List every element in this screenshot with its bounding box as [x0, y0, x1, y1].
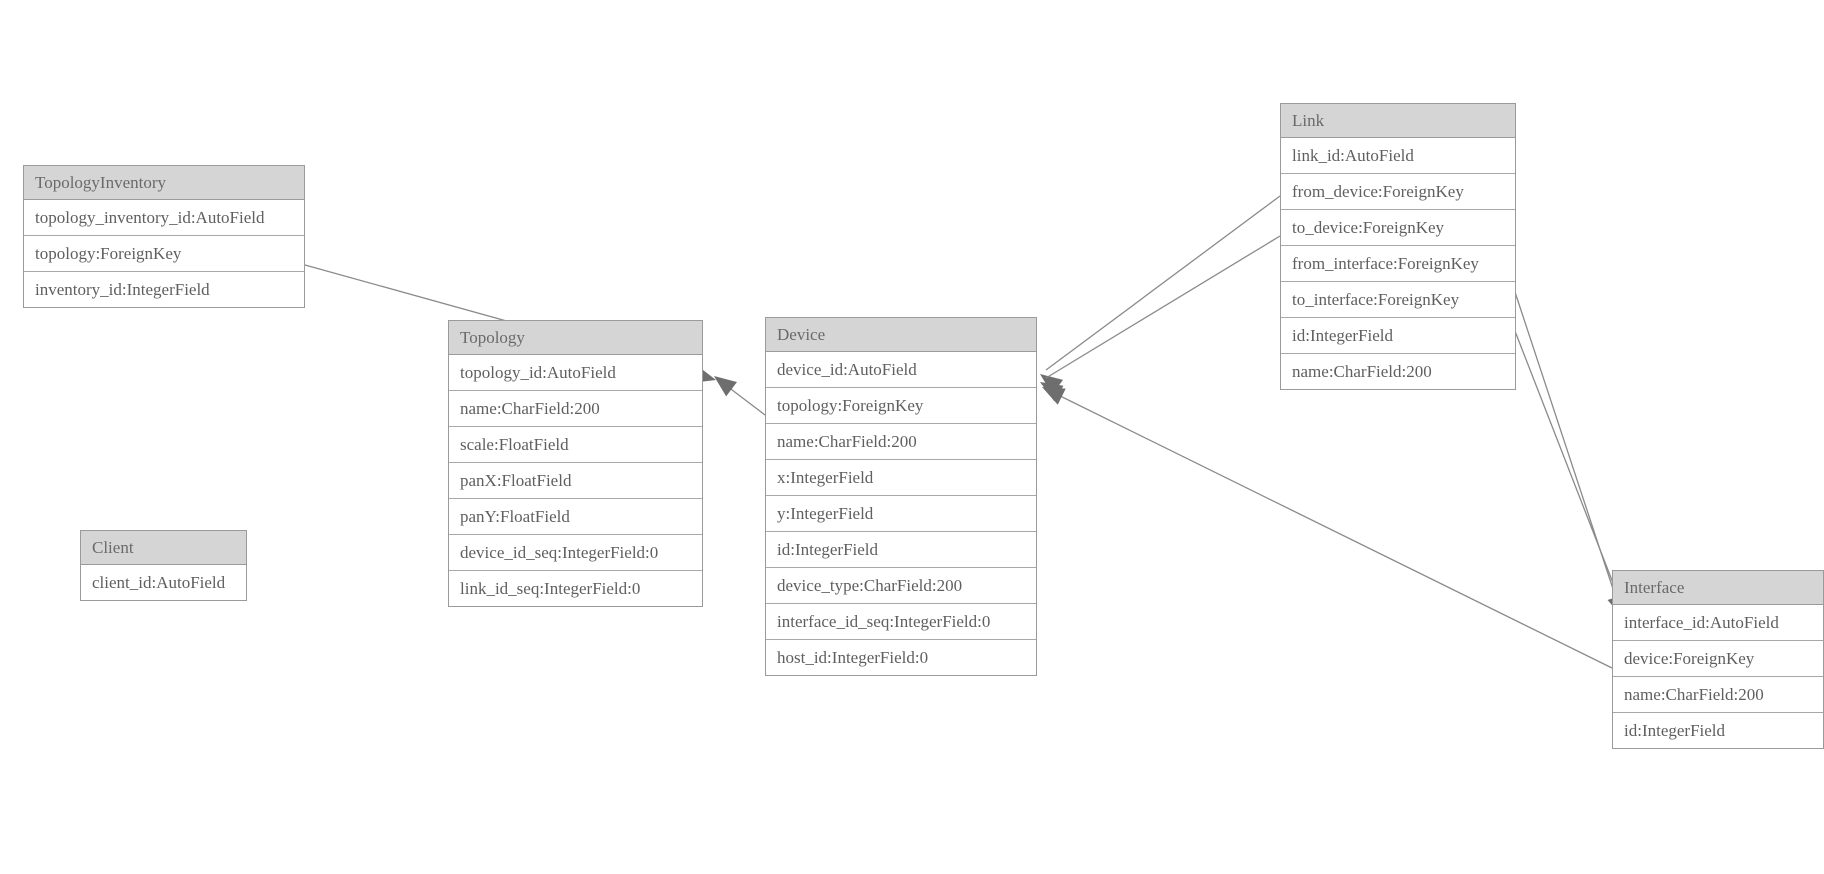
relationship-arrowhead-device-topology	[714, 376, 737, 397]
entity-field-row: id:IntegerField	[1281, 317, 1515, 353]
entity-field-row: to_interface:ForeignKey	[1281, 281, 1515, 317]
entity-field-row: topology_id:AutoField	[449, 355, 702, 390]
entity-field-row: interface_id:AutoField	[1613, 605, 1823, 640]
relationship-line-interface-device	[1047, 389, 1613, 669]
entity-title-topology: Topology	[449, 321, 702, 355]
entity-field-row: link_id_seq:IntegerField:0	[449, 570, 702, 606]
relationship-line-link-from-interface	[1512, 285, 1619, 605]
entity-field-row: y:IntegerField	[766, 495, 1036, 531]
entity-field-row: from_device:ForeignKey	[1281, 173, 1515, 209]
entity-field-row: topology_inventory_id:AutoField	[24, 200, 304, 235]
entity-field-row: to_device:ForeignKey	[1281, 209, 1515, 245]
entity-field-row: link_id:AutoField	[1281, 138, 1515, 173]
entity-field-row: from_interface:ForeignKey	[1281, 245, 1515, 281]
entity-title-link: Link	[1281, 104, 1515, 138]
relationship-line-link-from-device	[1045, 195, 1281, 371]
relationship-line-link-to-interface	[1512, 325, 1623, 607]
relationship-line-device-topology	[718, 379, 766, 416]
entity-field-row: host_id:IntegerField:0	[766, 639, 1036, 675]
entity-field-row: client_id:AutoField	[81, 565, 246, 600]
relationship-arrowhead-link-from-device	[1040, 374, 1064, 395]
entity-title-interface: Interface	[1613, 571, 1823, 605]
entity-field-row: id:IntegerField	[1613, 712, 1823, 748]
entity-field-row: scale:FloatField	[449, 426, 702, 462]
entity-field-row: name:CharField:200	[1613, 676, 1823, 712]
relationship-arrowhead-interface-device	[1042, 387, 1066, 405]
entity-field-row: topology:ForeignKey	[24, 235, 304, 271]
entity-field-row: device_type:CharField:200	[766, 567, 1036, 603]
entity-title-topology-inventory: TopologyInventory	[24, 166, 304, 200]
entity-field-row: interface_id_seq:IntegerField:0	[766, 603, 1036, 639]
entity-title-client: Client	[81, 531, 246, 565]
entity-field-row: x:IntegerField	[766, 459, 1036, 495]
entity-field-row: inventory_id:IntegerField	[24, 271, 304, 307]
entity-field-row: panX:FloatField	[449, 462, 702, 498]
entity-field-row: id:IntegerField	[766, 531, 1036, 567]
entity-field-row: device_id_seq:IntegerField:0	[449, 534, 702, 570]
entity-field-row: name:CharField:200	[1281, 353, 1515, 389]
entity-field-row: topology:ForeignKey	[766, 387, 1036, 423]
relationship-line-link-to-device	[1045, 235, 1281, 379]
entity-field-row: device_id:AutoField	[766, 352, 1036, 387]
relationship-arrowhead-link-to-device	[1040, 382, 1064, 402]
entity-field-row: name:CharField:200	[449, 390, 702, 426]
entity-field-row: panY:FloatField	[449, 498, 702, 534]
entity-title-device: Device	[766, 318, 1036, 352]
entity-field-row: device:ForeignKey	[1613, 640, 1823, 676]
entity-field-row: name:CharField:200	[766, 423, 1036, 459]
